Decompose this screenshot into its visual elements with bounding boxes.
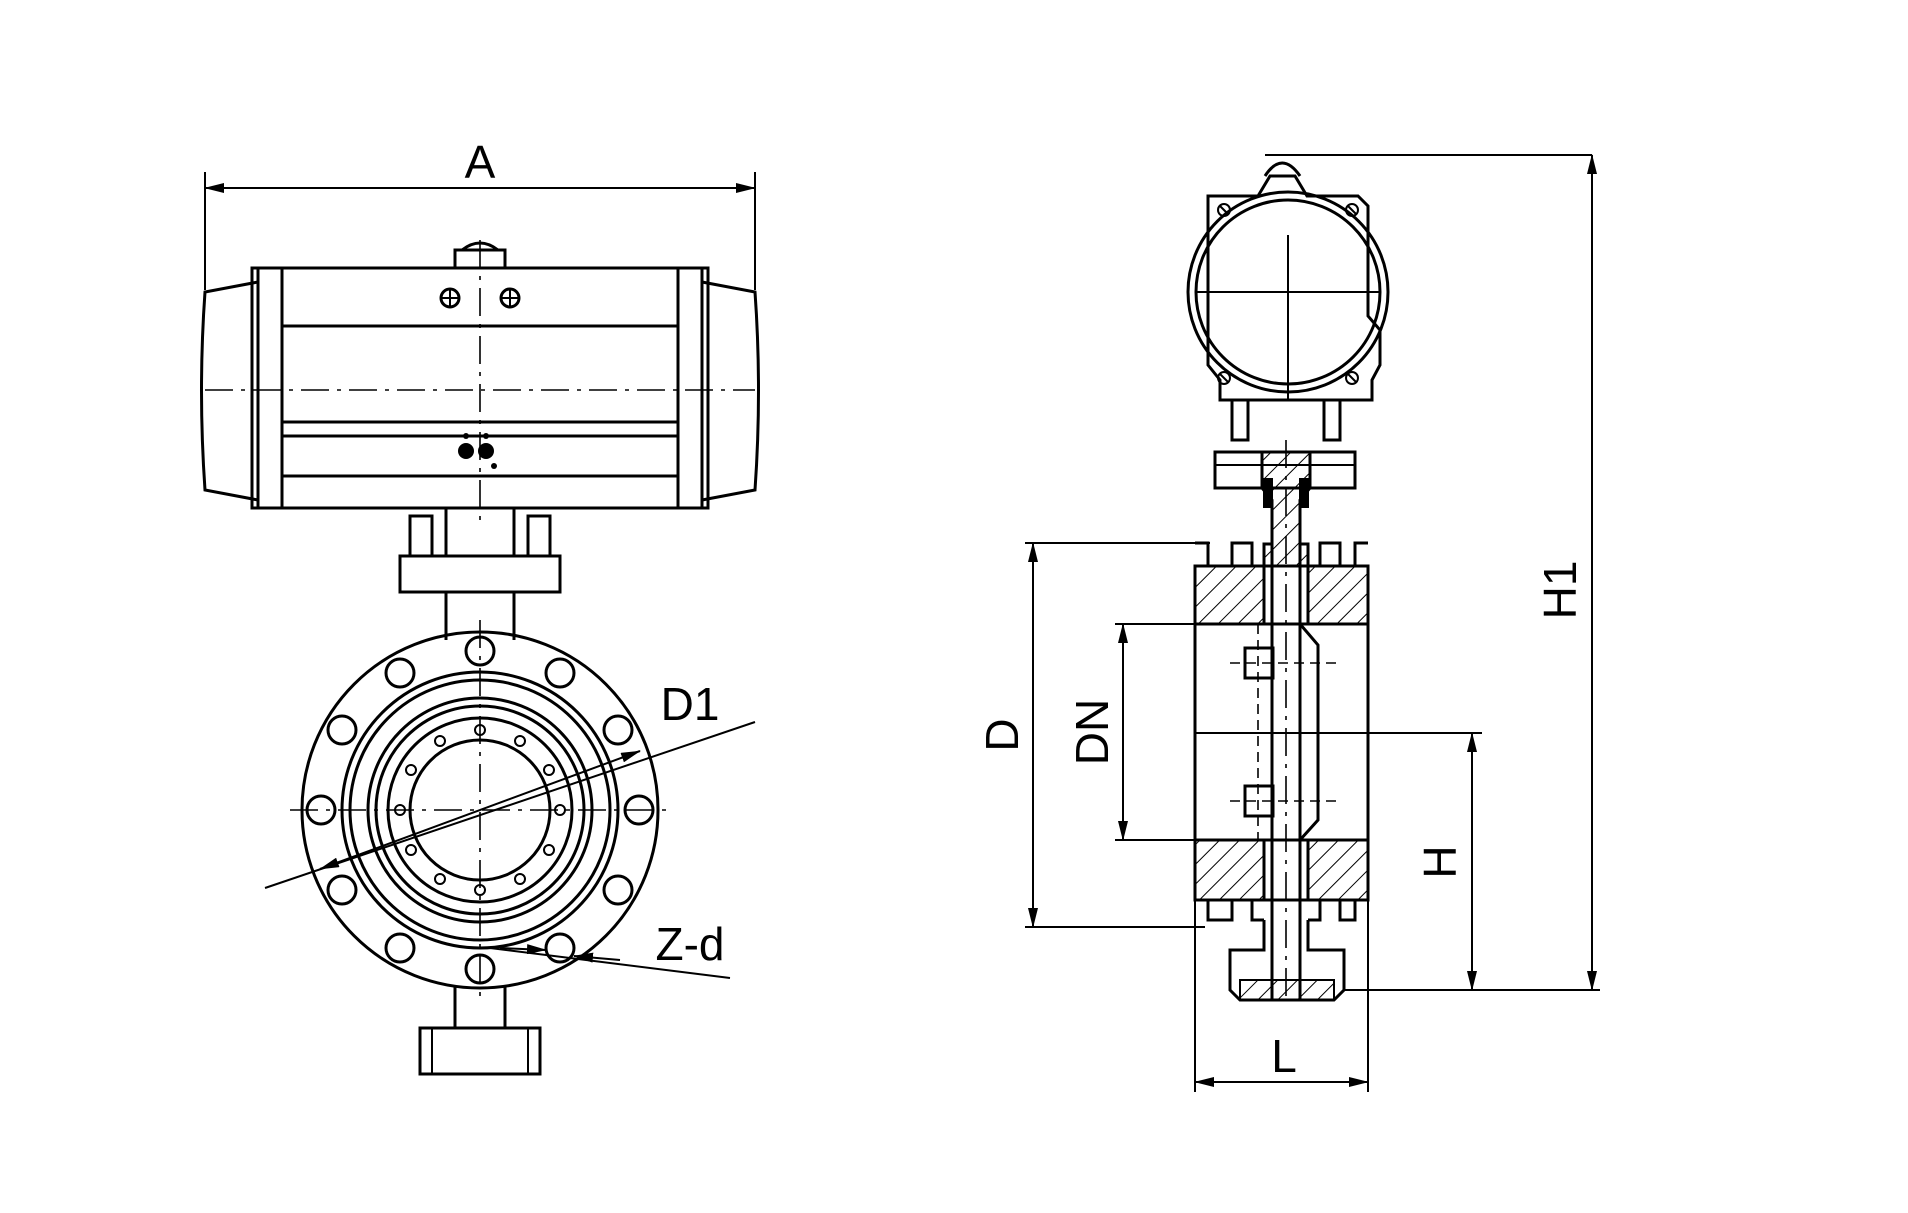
dimension-l: L — [1194, 900, 1369, 1092]
dimension-label-d1: D1 — [661, 678, 720, 730]
mounting-bracket — [398, 508, 562, 640]
dimension-dn: DN — [1066, 623, 1200, 841]
screw-icon — [499, 287, 521, 309]
dimension-a: A — [204, 136, 756, 290]
dimension-label-d: D — [976, 718, 1028, 751]
dimension-h: H — [1330, 732, 1600, 991]
actuator-end-view — [1186, 154, 1592, 402]
dimension-h1: H1 — [1534, 154, 1597, 991]
dimension-label-h1: H1 — [1534, 561, 1586, 620]
dimension-label-a: A — [465, 136, 496, 188]
dimension-d1: D1 — [264, 678, 756, 889]
front-view: A D1 Z-d — [200, 136, 760, 1076]
bottom-stem — [418, 986, 542, 1076]
pneumatic-actuator — [200, 240, 760, 520]
dimension-label-l: L — [1271, 1030, 1297, 1082]
dimension-label-dn: DN — [1066, 699, 1118, 765]
side-view: D DN H H1 L — [976, 154, 1600, 1092]
dimension-d: D — [976, 542, 1210, 928]
screw-icon — [439, 287, 461, 309]
dimension-label-h: H — [1414, 845, 1466, 878]
dimension-label-z-d: Z-d — [656, 918, 725, 970]
dimension-z-d: Z-d — [489, 918, 731, 979]
